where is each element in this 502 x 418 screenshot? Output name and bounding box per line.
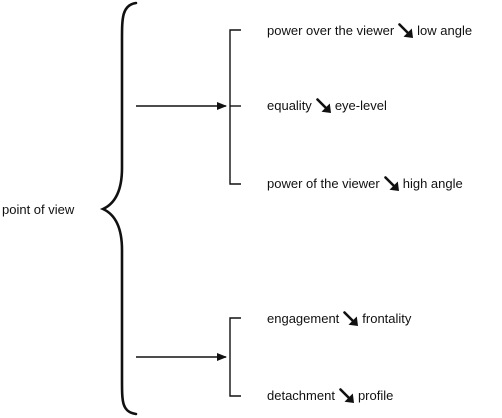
group-2-bracket <box>229 317 241 397</box>
option-meaning: equality <box>267 98 312 113</box>
down-right-arrow-icon <box>316 98 332 114</box>
option-row: engagement frontality <box>267 311 411 327</box>
option-meaning: power over the viewer <box>267 23 395 38</box>
option-realization: low angle <box>417 23 473 38</box>
down-right-arrow-icon <box>343 311 359 327</box>
down-right-arrow-icon <box>398 23 414 39</box>
option-realization: high angle <box>402 176 463 191</box>
option-row: equality eye-level <box>267 98 387 114</box>
root-label: point of view <box>2 202 74 218</box>
down-right-arrow-icon <box>383 176 400 192</box>
option-meaning: engagement <box>267 311 340 326</box>
option-realization: eye-level <box>334 98 387 113</box>
main-curly-brace <box>99 1 138 416</box>
group-1-bracket <box>229 29 241 185</box>
root-label-text: point of view <box>2 202 75 217</box>
option-realization: frontality <box>362 311 412 326</box>
down-right-arrow-icon <box>339 388 355 404</box>
option-realization: profile <box>357 388 394 403</box>
option-row: power over the viewer low angle <box>267 23 472 39</box>
option-row: power of the viewer high angle <box>267 176 463 192</box>
option-meaning: power of the viewer <box>267 176 380 191</box>
option-row: detachment profile <box>267 388 393 404</box>
option-meaning: detachment <box>267 388 335 403</box>
